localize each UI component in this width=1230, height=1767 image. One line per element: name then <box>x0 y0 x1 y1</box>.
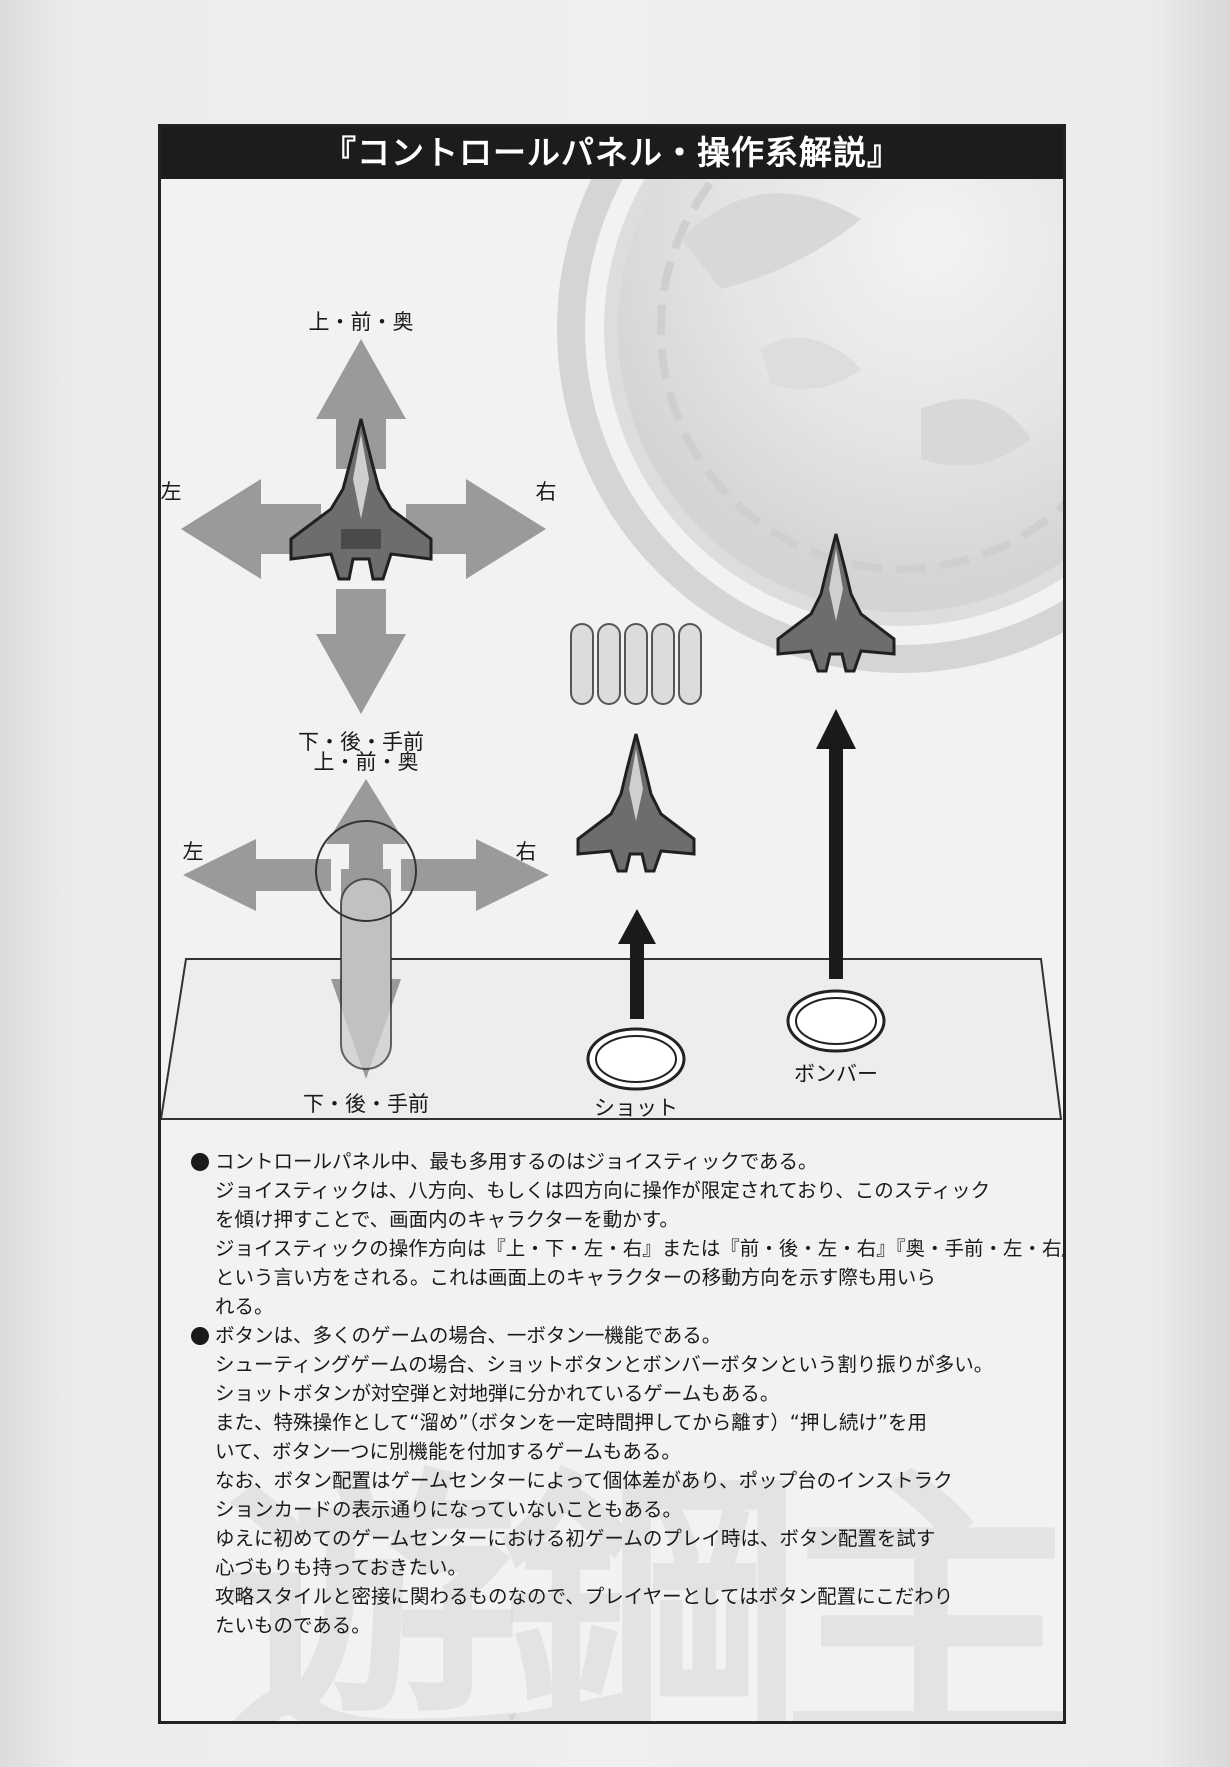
text-line: コントロールパネル中、最も多用するのはジョイスティックである。 <box>215 1150 818 1173</box>
player-ship-icon <box>289 418 433 581</box>
bomber-button[interactable] <box>786 989 886 1053</box>
text-line: なお、ボタン配置はゲームセンターによって個体差があり、ポップ台のインストラク <box>215 1469 953 1492</box>
section-title: 『コントロールパネル・操作系解説』 <box>161 127 1063 179</box>
explanation-text: コントロールパネル中、最も多用するのはジョイスティックである。ジョイスティックは… <box>191 1147 1066 1640</box>
bomber-button-label: ボンバー <box>794 1062 878 1086</box>
text-line: いて、ボタン一つに別機能を付加するゲームもある。 <box>215 1440 681 1463</box>
screen-direction-arrows <box>181 339 546 714</box>
bomber-ship-icon <box>776 533 896 673</box>
text-line: ゆえに初めてのゲームセンターにおける初ゲームのプレイ時は、ボタン配置を試す <box>215 1527 936 1550</box>
arrow-left <box>181 479 321 579</box>
explanation-paragraph: コントロールパネル中、最も多用するのはジョイスティックである。ジョイスティックは… <box>191 1147 1066 1321</box>
text-line: ショットボタンが対空弾と対地弾に分かれているゲームもある。 <box>215 1382 780 1405</box>
text-line: また、特殊操作として“溜め”（ボタンを一定時間押してから離す）“押し続け”を用 <box>215 1411 927 1434</box>
text-line: を傾け押すことで、画面内のキャラクターを動かす。 <box>215 1208 679 1231</box>
text-line: 心づもりも持っておきたい。 <box>215 1556 467 1579</box>
shot-bullets-icon <box>570 623 702 705</box>
bullet-icon <box>191 1153 209 1171</box>
stick-arrow-up <box>326 779 406 869</box>
planet-background <box>557 179 1063 673</box>
shot-button-label: ショット <box>594 1096 678 1120</box>
screen-label-down: 下・後・手前 <box>298 730 424 754</box>
text-line: ボタンは、多くのゲームの場合、一ボタン一機能である。 <box>215 1324 722 1347</box>
explanation-paragraph: ボタンは、多くのゲームの場合、一ボタン一機能である。シューティングゲームの場合、… <box>191 1321 1056 1640</box>
arrow-up <box>316 339 406 469</box>
stick-label-up: 上・前・奥 <box>314 750 419 774</box>
text-line: シューティングゲームの場合、ショットボタンとボンバーボタンという割り振りが多い。 <box>215 1353 994 1376</box>
stick-label-down: 下・後・手前 <box>303 1092 429 1116</box>
joystick-ball <box>315 820 417 922</box>
bomber-arrow-icon <box>816 709 856 979</box>
text-line: という言い方をされる。これは画面上のキャラクターの移動方向を示す際も用いら <box>215 1266 936 1289</box>
stick-arrow-left <box>183 839 331 911</box>
stick-label-right: 右 <box>516 840 537 864</box>
text-line: 攻略スタイルと密接に関わるものなので、プレイヤーとしてはボタン配置にこだわり <box>215 1585 954 1608</box>
arrow-down <box>316 589 406 714</box>
stick-arrow-right <box>401 839 549 911</box>
text-line: ションカードの表示通りになっていないこともある。 <box>215 1498 683 1521</box>
text-line: ジョイスティックは、八方向、もしくは四方向に操作が限定されており、このスティック <box>215 1179 991 1202</box>
text-line: ジョイスティックの操作方向は『上・下・左・右』または『前・後・左・右』『奥・手前… <box>215 1237 1066 1260</box>
text-line: たいものである。 <box>215 1614 371 1637</box>
shot-arrow-icon <box>618 909 656 1019</box>
screen-label-up: 上・前・奥 <box>309 310 414 334</box>
control-diagram: 上・前・奥 下・後・手前 左 右 上・前・奥 下・後・手前 左 右 <box>161 179 1063 1120</box>
joystick-shaft <box>340 878 392 1070</box>
stick-label-left: 左 <box>183 840 204 864</box>
bullet-icon <box>191 1327 209 1345</box>
screen-label-left: 左 <box>161 480 182 504</box>
arrow-right <box>406 479 546 579</box>
control-panel-frame: 『コントロールパネル・操作系解説』 <box>158 124 1066 1724</box>
shot-ship-icon <box>576 733 696 873</box>
text-line: れる。 <box>215 1295 274 1318</box>
screen-label-right: 右 <box>536 480 557 504</box>
shot-button[interactable] <box>586 1027 686 1091</box>
